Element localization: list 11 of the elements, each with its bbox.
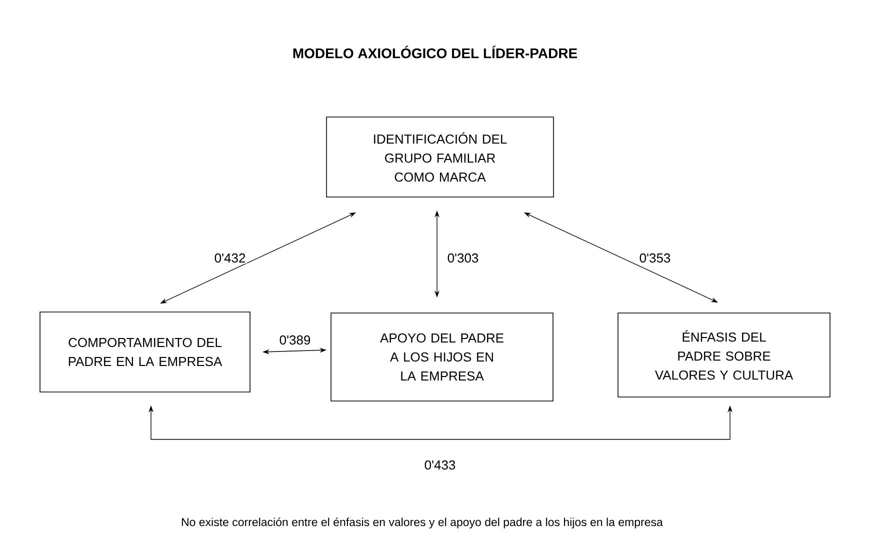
concept-box: COMPORTAMIENTO DEL PADRE EN LA EMPRESA: [40, 312, 250, 392]
concept-box: ÉNFASIS DEL PADRE SOBRE VALORES Y CULTURA: [618, 312, 830, 398]
edge-label: 0'303: [446, 252, 480, 264]
edge-label: 0'353: [638, 252, 672, 264]
concept-box: APOYO DEL PADRE A LOS HIJOS EN LA EMPRESA: [330, 312, 554, 402]
title: MODELO AXIOLÓGICO DEL LÍDER-PADRE: [293, 46, 578, 58]
caption: No existe correlación entre el énfasis en valores y el apoyo del padre a los hijos en la empresa: [182, 518, 663, 528]
edge-label: 0'433: [423, 459, 457, 471]
concept-box: IDENTIFICACIÓN DEL GRUPO FAMILIAR COMO MARCA: [326, 116, 554, 198]
edge-label: 0'389: [278, 334, 312, 346]
edge-label: 0'432: [213, 252, 247, 264]
